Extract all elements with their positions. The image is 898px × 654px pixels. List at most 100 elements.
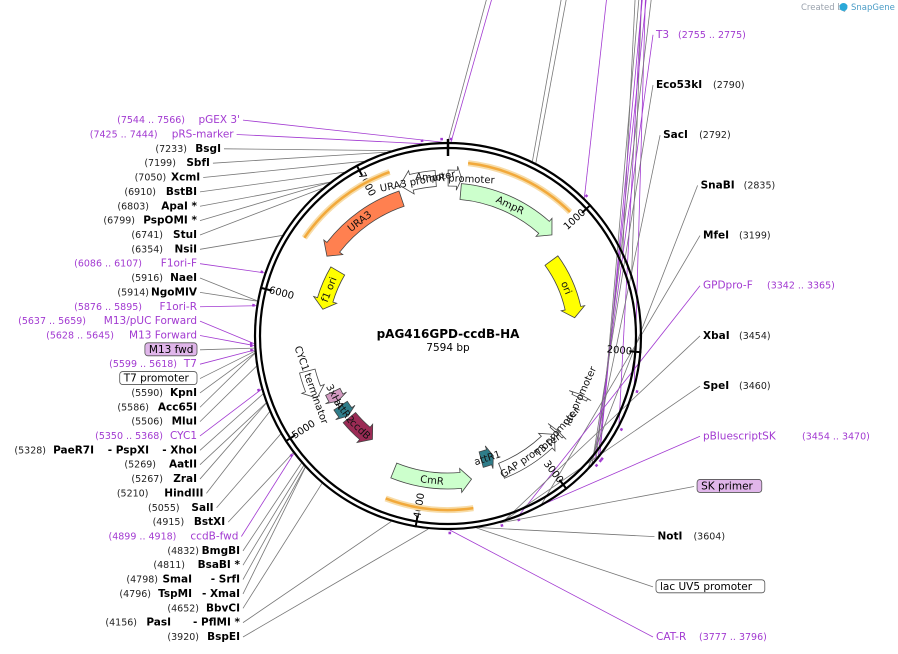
site-label-bbvci[interactable]: BbvCI(4652) [167, 602, 240, 614]
site-label-pasi[interactable]: - PflMI *PasI(4156) [105, 617, 240, 629]
site-name: BmgBI [202, 545, 240, 557]
feature-ampr[interactable] [459, 183, 553, 237]
site-label-stui[interactable]: StuI(6741) [131, 229, 197, 241]
feature-gap-promoter[interactable] [498, 432, 556, 479]
leader-line [242, 462, 302, 552]
site-name: AatII [169, 459, 197, 471]
site-label-xcmi[interactable]: XcmI(7050) [135, 172, 201, 184]
leader-line [199, 235, 283, 250]
site-label-cyc1[interactable]: CYC1(5350 .. 5368) [95, 430, 197, 442]
site-label-eco53ki[interactable]: Eco53kI(2790) [656, 79, 745, 91]
site-range: (2790) [713, 80, 745, 91]
leader-line [199, 388, 262, 437]
feature-box-label: lac UV5 promoter [660, 581, 753, 593]
site-label-m13-puc-forward[interactable]: M13/pUC Forward(5637 .. 5659) [18, 315, 197, 327]
site-label-bsabi[interactable]: BsaBI *(4811) [153, 559, 240, 571]
site-label-prs-marker[interactable]: pRS-marker(7425 .. 7444) [90, 128, 235, 140]
site-label-spei[interactable]: SpeI(3460) [703, 380, 771, 392]
feature-box [119, 371, 198, 385]
site-range: (5350 .. 5368) [95, 431, 163, 442]
site-label-bstbi[interactable]: BstBI(6910) [124, 186, 197, 198]
site-label-ccdb-fwd[interactable]: ccdB-fwd(4899 .. 4918) [109, 530, 239, 542]
feature-ccdb[interactable] [342, 411, 374, 444]
site-range: (7199) [144, 158, 176, 169]
leader-line [241, 453, 295, 537]
site-range: (4915) [153, 517, 185, 528]
feature-3xha[interactable] [325, 387, 347, 405]
site-name: NgoMIV [151, 286, 198, 298]
feature-attr2[interactable] [333, 400, 356, 420]
feature-cyc1-terminator[interactable] [299, 368, 326, 399]
site-label-bmgbi[interactable]: BmgBI(4832) [167, 545, 240, 557]
site-label-naei[interactable]: NaeI(5916) [131, 272, 197, 284]
site-label-sk-primer[interactable]: SK primer [696, 479, 763, 493]
site-range: (5269) [124, 460, 156, 471]
site-label-mfei[interactable]: MfeI(3199) [703, 230, 771, 242]
site-label-aatii[interactable]: AatII (5269) [124, 459, 197, 471]
leader-line [206, 411, 270, 494]
orf-arc [385, 497, 474, 512]
connector-lines [199, 0, 701, 638]
site-label-apai[interactable]: ApaI *(6803) [117, 200, 197, 212]
site-label-nsii[interactable]: NsiI(6354) [131, 243, 197, 255]
site-name: ZraI [173, 473, 197, 485]
site-name: NaeI [170, 272, 197, 284]
site-label-zrai[interactable]: ZraI(5267) [131, 473, 197, 485]
site-name: ccdB-fwd [190, 530, 238, 542]
site-label-m13-forward[interactable]: M13 Forward(5628 .. 5645) [46, 329, 197, 341]
feature-label: CmR [420, 474, 445, 488]
site-label-pbluescriptsk[interactable]: pBluescriptSK(3454 .. 3470) [703, 430, 870, 442]
site-label-pgex-3[interactable]: pGEX 3'(7544 .. 7566) [117, 114, 240, 126]
site-label-snabi[interactable]: SnaBI(2835) [701, 179, 776, 191]
site-name: SpeI [703, 380, 729, 392]
site-label-cat-r[interactable]: CAT-R(3777 .. 3796) [656, 631, 767, 643]
leader-line [242, 528, 429, 638]
site-label-kpni[interactable]: KpnI(5590) [131, 387, 197, 399]
site-name: NotI [657, 531, 682, 543]
site-label-saci[interactable]: SacI(2792) [663, 129, 731, 141]
site-label-bspei[interactable]: BspEI(3920) [167, 631, 240, 643]
site-name-2: - PflMI * [193, 617, 241, 629]
site-label-t7-promoter[interactable]: T7 promoter [119, 371, 198, 385]
feature-t3-promoter[interactable] [547, 423, 567, 440]
site-label-f1ori-r[interactable]: F1ori-R(5876 .. 5895) [74, 301, 197, 313]
site-label-xbai[interactable]: XbaI(3454) [703, 330, 771, 342]
site-label-mlui[interactable]: MluI(5506) [131, 416, 197, 428]
site-name: CAT-R [656, 631, 686, 643]
feature-ampr-promoter[interactable] [447, 166, 463, 191]
site-label-ngomiv[interactable]: NgoMIV(5914) [117, 286, 197, 298]
feature-ura3-promoter[interactable] [399, 169, 437, 195]
site-label-m13-fwd[interactable]: M13 fwd [144, 342, 198, 357]
site-label-f1ori-f[interactable]: F1ori-F(6086 .. 6107) [74, 258, 197, 270]
site-name: pBluescriptSK [703, 430, 777, 442]
site-name: XbaI [703, 330, 730, 342]
leader-line [223, 148, 391, 151]
site-label-sbfi[interactable]: SbfI(7199) [144, 157, 210, 169]
site-label-noti[interactable]: NotI(3604) [657, 531, 725, 543]
site-label-bstxi[interactable]: BstXI(4915) [153, 516, 226, 528]
site-label-acc65i[interactable]: Acc65I(5586) [117, 401, 197, 413]
site-name: F1ori-R [160, 301, 197, 313]
feature-lac-promoter[interactable] [569, 390, 592, 402]
feature-ura3[interactable] [323, 190, 405, 257]
site-label-t7[interactable]: T7(5599 .. 5618) [109, 358, 197, 370]
site-label-lac-uv5-promoter[interactable]: lac UV5 promoter [655, 579, 766, 594]
site-label-pspomi[interactable]: PspOMI *(6799) [103, 215, 197, 227]
site-range: (5055) [148, 503, 180, 514]
leader-line [227, 452, 294, 523]
site-label-hindiii[interactable]: HindIII(5210) [117, 487, 204, 499]
feature-ori[interactable] [544, 255, 586, 319]
site-label-sali[interactable]: SalI(5055) [148, 502, 214, 514]
leader-line [242, 483, 323, 609]
site-label-gpdpro-f[interactable]: GPDpro-F(3342 .. 3365) [703, 280, 835, 292]
feature-attr1[interactable] [478, 445, 494, 469]
feature-f1-ori[interactable] [312, 266, 346, 310]
site-label-t3[interactable]: T3(2755 .. 2775) [655, 29, 746, 41]
leader-line [535, 0, 567, 164]
feature-cmr[interactable] [390, 462, 473, 494]
site-label-bsgi[interactable]: BsgI(7233) [155, 143, 221, 155]
site-range: (5586) [117, 402, 149, 413]
